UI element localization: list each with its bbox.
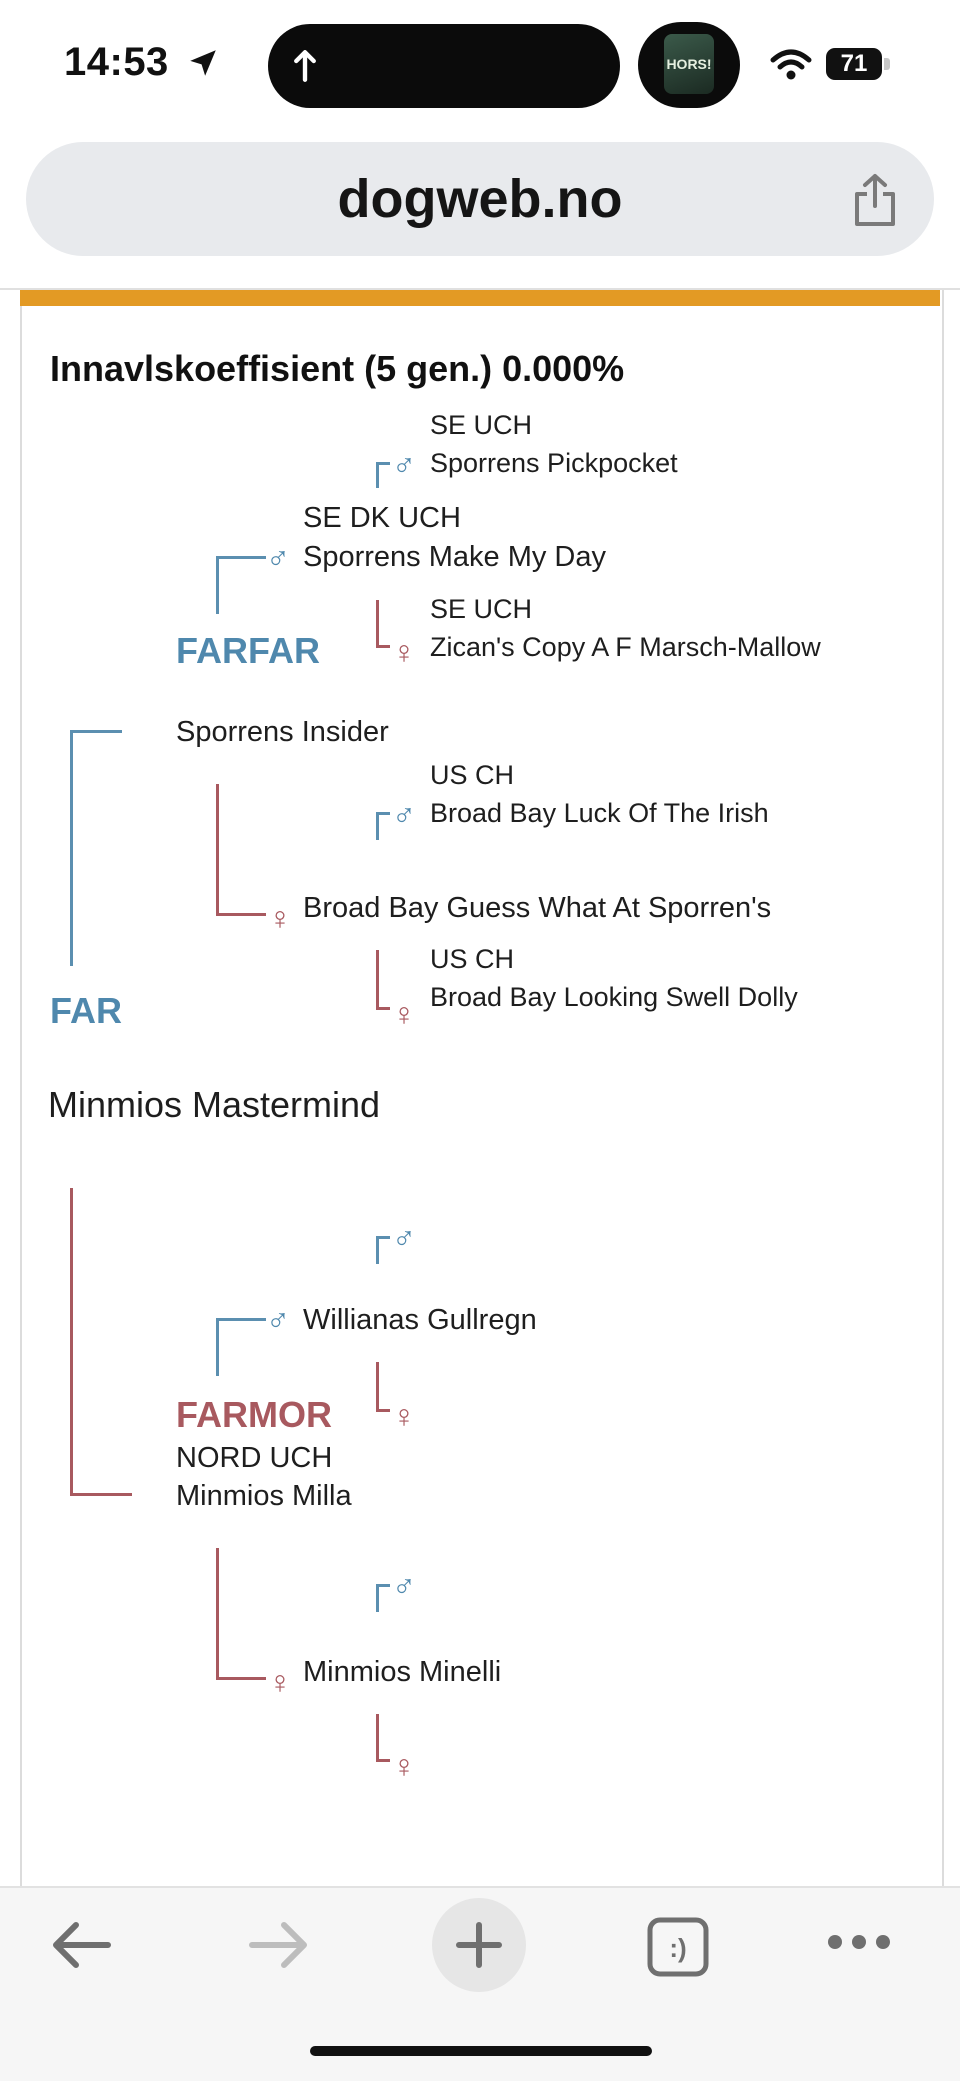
wifi-icon	[770, 49, 812, 80]
pedigree-connector-line	[376, 1007, 390, 1010]
pedigree-connector-line	[216, 1318, 219, 1376]
location-arrow-icon	[190, 50, 216, 76]
pedigree-connector-line	[216, 913, 266, 916]
female-icon: ♀	[392, 1748, 416, 1784]
back-arrow-icon[interactable]	[50, 1920, 112, 1970]
pedigree-connector-line	[376, 645, 390, 648]
pedigree-connector-line	[376, 1236, 379, 1264]
male-icon: ♂	[266, 1302, 290, 1338]
ggd2-name[interactable]: Broad Bay Looking Swell Dolly	[430, 982, 798, 1012]
app-icon-artwork: HORS!	[664, 34, 714, 94]
pedigree-connector-line	[70, 730, 73, 966]
male-icon: ♂	[392, 797, 416, 833]
pedigree-connector-line	[376, 950, 379, 1010]
forward-arrow-icon[interactable]	[248, 1920, 310, 1970]
farmor-label: FARMOR	[176, 1394, 332, 1435]
pedigree-connector-line	[70, 1188, 73, 1496]
paternal-grandsire-name[interactable]: Sporrens Make My Day	[303, 541, 606, 573]
male-icon: ♂	[392, 1220, 416, 1256]
pedigree-connector-line	[376, 462, 390, 465]
paternal-grandsire-title: SE DK UCH	[303, 502, 461, 534]
ggd1-title: SE UCH	[430, 594, 533, 624]
farfar-label: FARFAR	[176, 630, 320, 671]
female-icon: ♀	[268, 900, 292, 936]
female-icon: ♀	[392, 996, 416, 1032]
pedigree-connector-line	[376, 1584, 379, 1612]
dynamic-island	[268, 24, 620, 108]
female-icon: ♀	[268, 1664, 292, 1700]
pedigree-connector-line	[70, 730, 122, 733]
farmor-name[interactable]: Minmios Milla	[176, 1480, 352, 1512]
orange-accent-bar	[20, 290, 940, 306]
pedigree-connector-line	[376, 1759, 390, 1762]
battery-body	[826, 48, 882, 80]
battery-tip	[884, 58, 890, 70]
subject-dog-name: Minmios Mastermind	[48, 1084, 381, 1125]
pedigree-connector-line	[216, 1677, 266, 1680]
home-indicator[interactable]	[310, 2046, 652, 2056]
pedigree-connector-line	[70, 1493, 132, 1496]
ggs1-title: SE UCH	[430, 410, 533, 440]
pedigree-connector-line	[376, 1584, 390, 1587]
plus-icon	[456, 1922, 502, 1968]
sire-name[interactable]: Sporrens Insider	[176, 716, 389, 748]
pedigree-connector-line	[376, 1236, 390, 1239]
ggs1-name[interactable]: Sporrens Pickpocket	[430, 448, 678, 478]
more-icon[interactable]	[826, 1932, 892, 1952]
farmor-title: NORD UCH	[176, 1442, 333, 1474]
ggs2-name[interactable]: Broad Bay Luck Of The Irish	[430, 798, 769, 828]
male-icon: ♂	[266, 540, 290, 576]
battery-icon: 71	[826, 48, 890, 80]
pedigree-connector-line	[376, 1409, 390, 1412]
page-top-divider	[0, 288, 960, 290]
url-text: dogweb.no	[337, 169, 623, 229]
pedigree-connector-line	[376, 812, 390, 815]
pedigree-connector-line	[216, 1548, 219, 1680]
pedigree-connector-line	[376, 600, 379, 648]
content-frame	[20, 290, 944, 1890]
pedigree-connector-line	[216, 784, 219, 916]
pedigree-connector-line	[216, 1318, 266, 1321]
pedigree-connector-line	[376, 1714, 379, 1762]
inbreeding-coefficient-heading: Innavlskoeffisient (5 gen.) 0.000%	[50, 348, 625, 389]
paternal-granddam-name[interactable]: Broad Bay Guess What At Sporren's	[303, 892, 772, 924]
ggd2-title: US CH	[430, 944, 515, 974]
tabs-icon[interactable]	[646, 1916, 710, 1978]
male-icon: ♂	[392, 1568, 416, 1604]
dam-dam-name[interactable]: Minmios Minelli	[303, 1656, 502, 1688]
share-icon[interactable]	[850, 172, 900, 228]
pedigree-connector-line	[376, 812, 379, 840]
battery-level: 71	[840, 50, 868, 77]
status-time: 14:53	[64, 40, 169, 84]
far-label: FAR	[50, 990, 122, 1031]
address-bar[interactable]: dogweb.no	[26, 142, 934, 256]
female-icon: ♀	[392, 634, 416, 670]
tabs-count: :)	[669, 1933, 687, 1963]
pedigree-connector-line	[376, 462, 379, 488]
pedigree-connector-line	[216, 556, 219, 614]
male-icon: ♂	[392, 447, 416, 483]
upload-arrow-icon	[294, 50, 316, 82]
dam-sire-name[interactable]: Willianas Gullregn	[303, 1304, 537, 1336]
ggs2-title: US CH	[430, 760, 515, 790]
ggd1-name[interactable]: Zican's Copy A F Marsch-Mallow	[430, 632, 821, 662]
pedigree-connector-line	[216, 556, 266, 559]
pedigree-connector-line	[376, 1362, 379, 1412]
female-icon: ♀	[392, 1398, 416, 1434]
